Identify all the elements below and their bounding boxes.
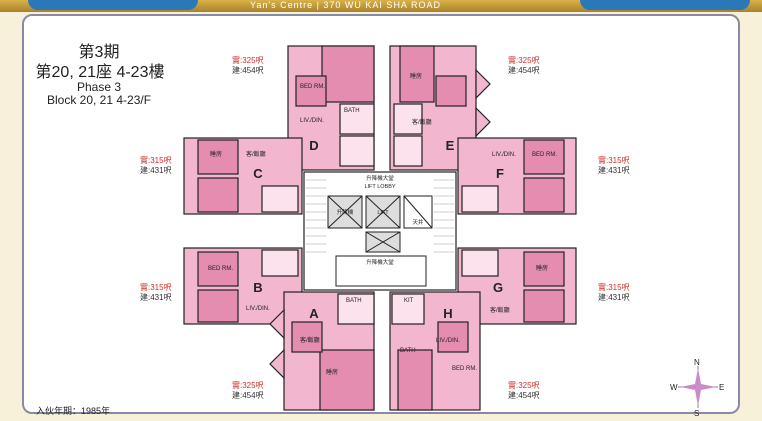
- room-liv-h: LIV./DIN.: [436, 338, 460, 344]
- unit-d: [287, 45, 375, 171]
- area-label-mid-right-lower: 實:315呎建:431呎: [598, 283, 630, 302]
- room-bedroom-e: 睡房: [410, 72, 422, 80]
- room-bath-d: BATH: [344, 108, 360, 114]
- compass-w: W: [670, 383, 678, 392]
- central-core: [303, 171, 457, 291]
- area-label-mid-left-upper: 實:315呎建:431呎: [140, 156, 172, 175]
- unit-f: [457, 137, 577, 215]
- banner-right-tab: [580, 0, 750, 10]
- unit-label-e: E: [446, 138, 455, 153]
- unit-label-f: F: [496, 166, 504, 181]
- area-label-bottom-left: 實:325呎建:454呎: [232, 381, 264, 400]
- banner-left-tab: [28, 0, 198, 10]
- lift-lobby-lower: 升降機大堂: [366, 258, 394, 266]
- room-bath-h: BATH: [400, 348, 416, 354]
- block-title-en: Block 20, 21 4-23/F: [46, 93, 152, 107]
- area-label-top-left: 實:325呎建:454呎: [232, 56, 264, 75]
- compass-e: E: [719, 383, 724, 392]
- unit-g: [457, 247, 577, 325]
- block-title-zh: 第20, 21座 4-23樓: [35, 64, 165, 81]
- lift-label-zh: 升降機: [337, 208, 354, 216]
- room-liv-f: LIV./DIN.: [492, 152, 516, 158]
- room-bed-d: BED RM.: [300, 84, 325, 90]
- room-liv-d: LIV./DIN.: [300, 118, 324, 124]
- unit-label-b: B: [253, 280, 262, 295]
- area-label-mid-left-lower: 實:315呎建:431呎: [140, 283, 172, 302]
- room-liv-b: LIV./DIN.: [246, 306, 270, 312]
- room-bed-b: BED RM.: [208, 266, 233, 272]
- unit-a: [269, 291, 375, 411]
- room-bed-h: BED RM.: [452, 366, 477, 372]
- unit-label-c: C: [253, 166, 263, 181]
- lift-lobby-en: LIFT LOBBY: [364, 184, 395, 190]
- room-living-e: 客/飯廳: [412, 118, 432, 126]
- unit-label-a: A: [309, 306, 319, 321]
- area-label-top-right: 實:325呎建:454呎: [508, 56, 540, 75]
- room-bath-a: BATH: [346, 298, 362, 304]
- compass-n: N: [694, 358, 700, 367]
- room-bedroom-c: 睡房: [210, 150, 222, 158]
- shaft-label: 天井: [412, 218, 424, 226]
- banner-text: Yan's Centre | 370 WU KAI SHA ROAD: [250, 0, 441, 10]
- unit-label-d: D: [309, 138, 318, 153]
- unit-label-g: G: [493, 280, 503, 295]
- area-label-mid-right-upper: 實:315呎建:431呎: [598, 156, 630, 175]
- lift-label-en: LIFT: [377, 210, 389, 216]
- room-bed-f: BED RM.: [532, 152, 557, 158]
- compass-rose: N S W E: [668, 356, 728, 418]
- room-bedroom-a: 睡房: [326, 368, 338, 376]
- lift-lobby-zh: 升降機大堂: [366, 174, 394, 182]
- unit-h: [389, 291, 481, 411]
- room-living-g: 客/飯廳: [490, 306, 510, 314]
- intake-year: 入伙年期：1985年: [36, 406, 111, 416]
- room-kit-h: KIT: [404, 298, 414, 304]
- room-bedroom-g: 睡房: [536, 264, 548, 272]
- room-living-c: 客/飯廳: [246, 150, 266, 158]
- compass-s: S: [694, 409, 699, 416]
- unit-c: [183, 137, 303, 215]
- phase-title-en: Phase 3: [76, 80, 122, 94]
- top-banner: Yan's Centre | 370 WU KAI SHA ROAD: [0, 0, 762, 12]
- area-label-bottom-right: 實:325呎建:454呎: [508, 381, 540, 400]
- phase-title-zh: 第3期: [78, 44, 120, 61]
- room-living-a: 客/飯廳: [300, 336, 320, 344]
- unit-label-h: H: [443, 306, 452, 321]
